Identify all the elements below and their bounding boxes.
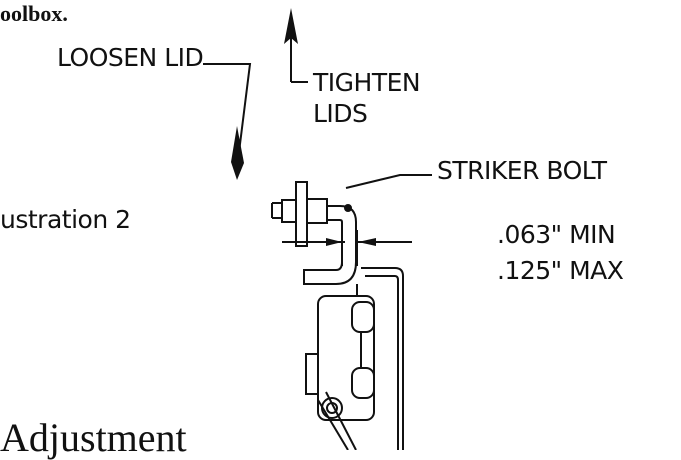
header-text: oolbox. xyxy=(0,1,68,26)
striker-bolt-diagram xyxy=(203,8,432,450)
striker-bolt-label: STRIKER BOLT xyxy=(437,156,607,185)
loosen-leader-line xyxy=(203,63,252,161)
dimension-arrow-left xyxy=(326,238,342,246)
illustration-caption: ustration 2 xyxy=(0,205,131,234)
tighten-label-line1: TIGHTEN xyxy=(313,68,421,97)
tighten-label-line2: LIDS xyxy=(313,99,368,128)
loosen-lid-label: LOOSEN LID xyxy=(57,43,204,72)
lid-plate xyxy=(295,181,308,247)
bolt-nut xyxy=(281,199,297,223)
bolt-washer xyxy=(306,198,328,224)
striker-leader-line xyxy=(345,174,432,189)
striker-bolt-end-dot xyxy=(344,204,352,212)
latch-roller-top xyxy=(351,301,375,333)
gap-max-label: .125" MAX xyxy=(497,256,624,285)
tighten-arrow-head xyxy=(284,8,298,44)
latch-roller-bottom xyxy=(351,367,375,399)
gap-min-label: .063" MIN xyxy=(497,220,616,249)
loosen-arrow-head xyxy=(231,126,244,180)
latch-bracket xyxy=(361,267,404,450)
